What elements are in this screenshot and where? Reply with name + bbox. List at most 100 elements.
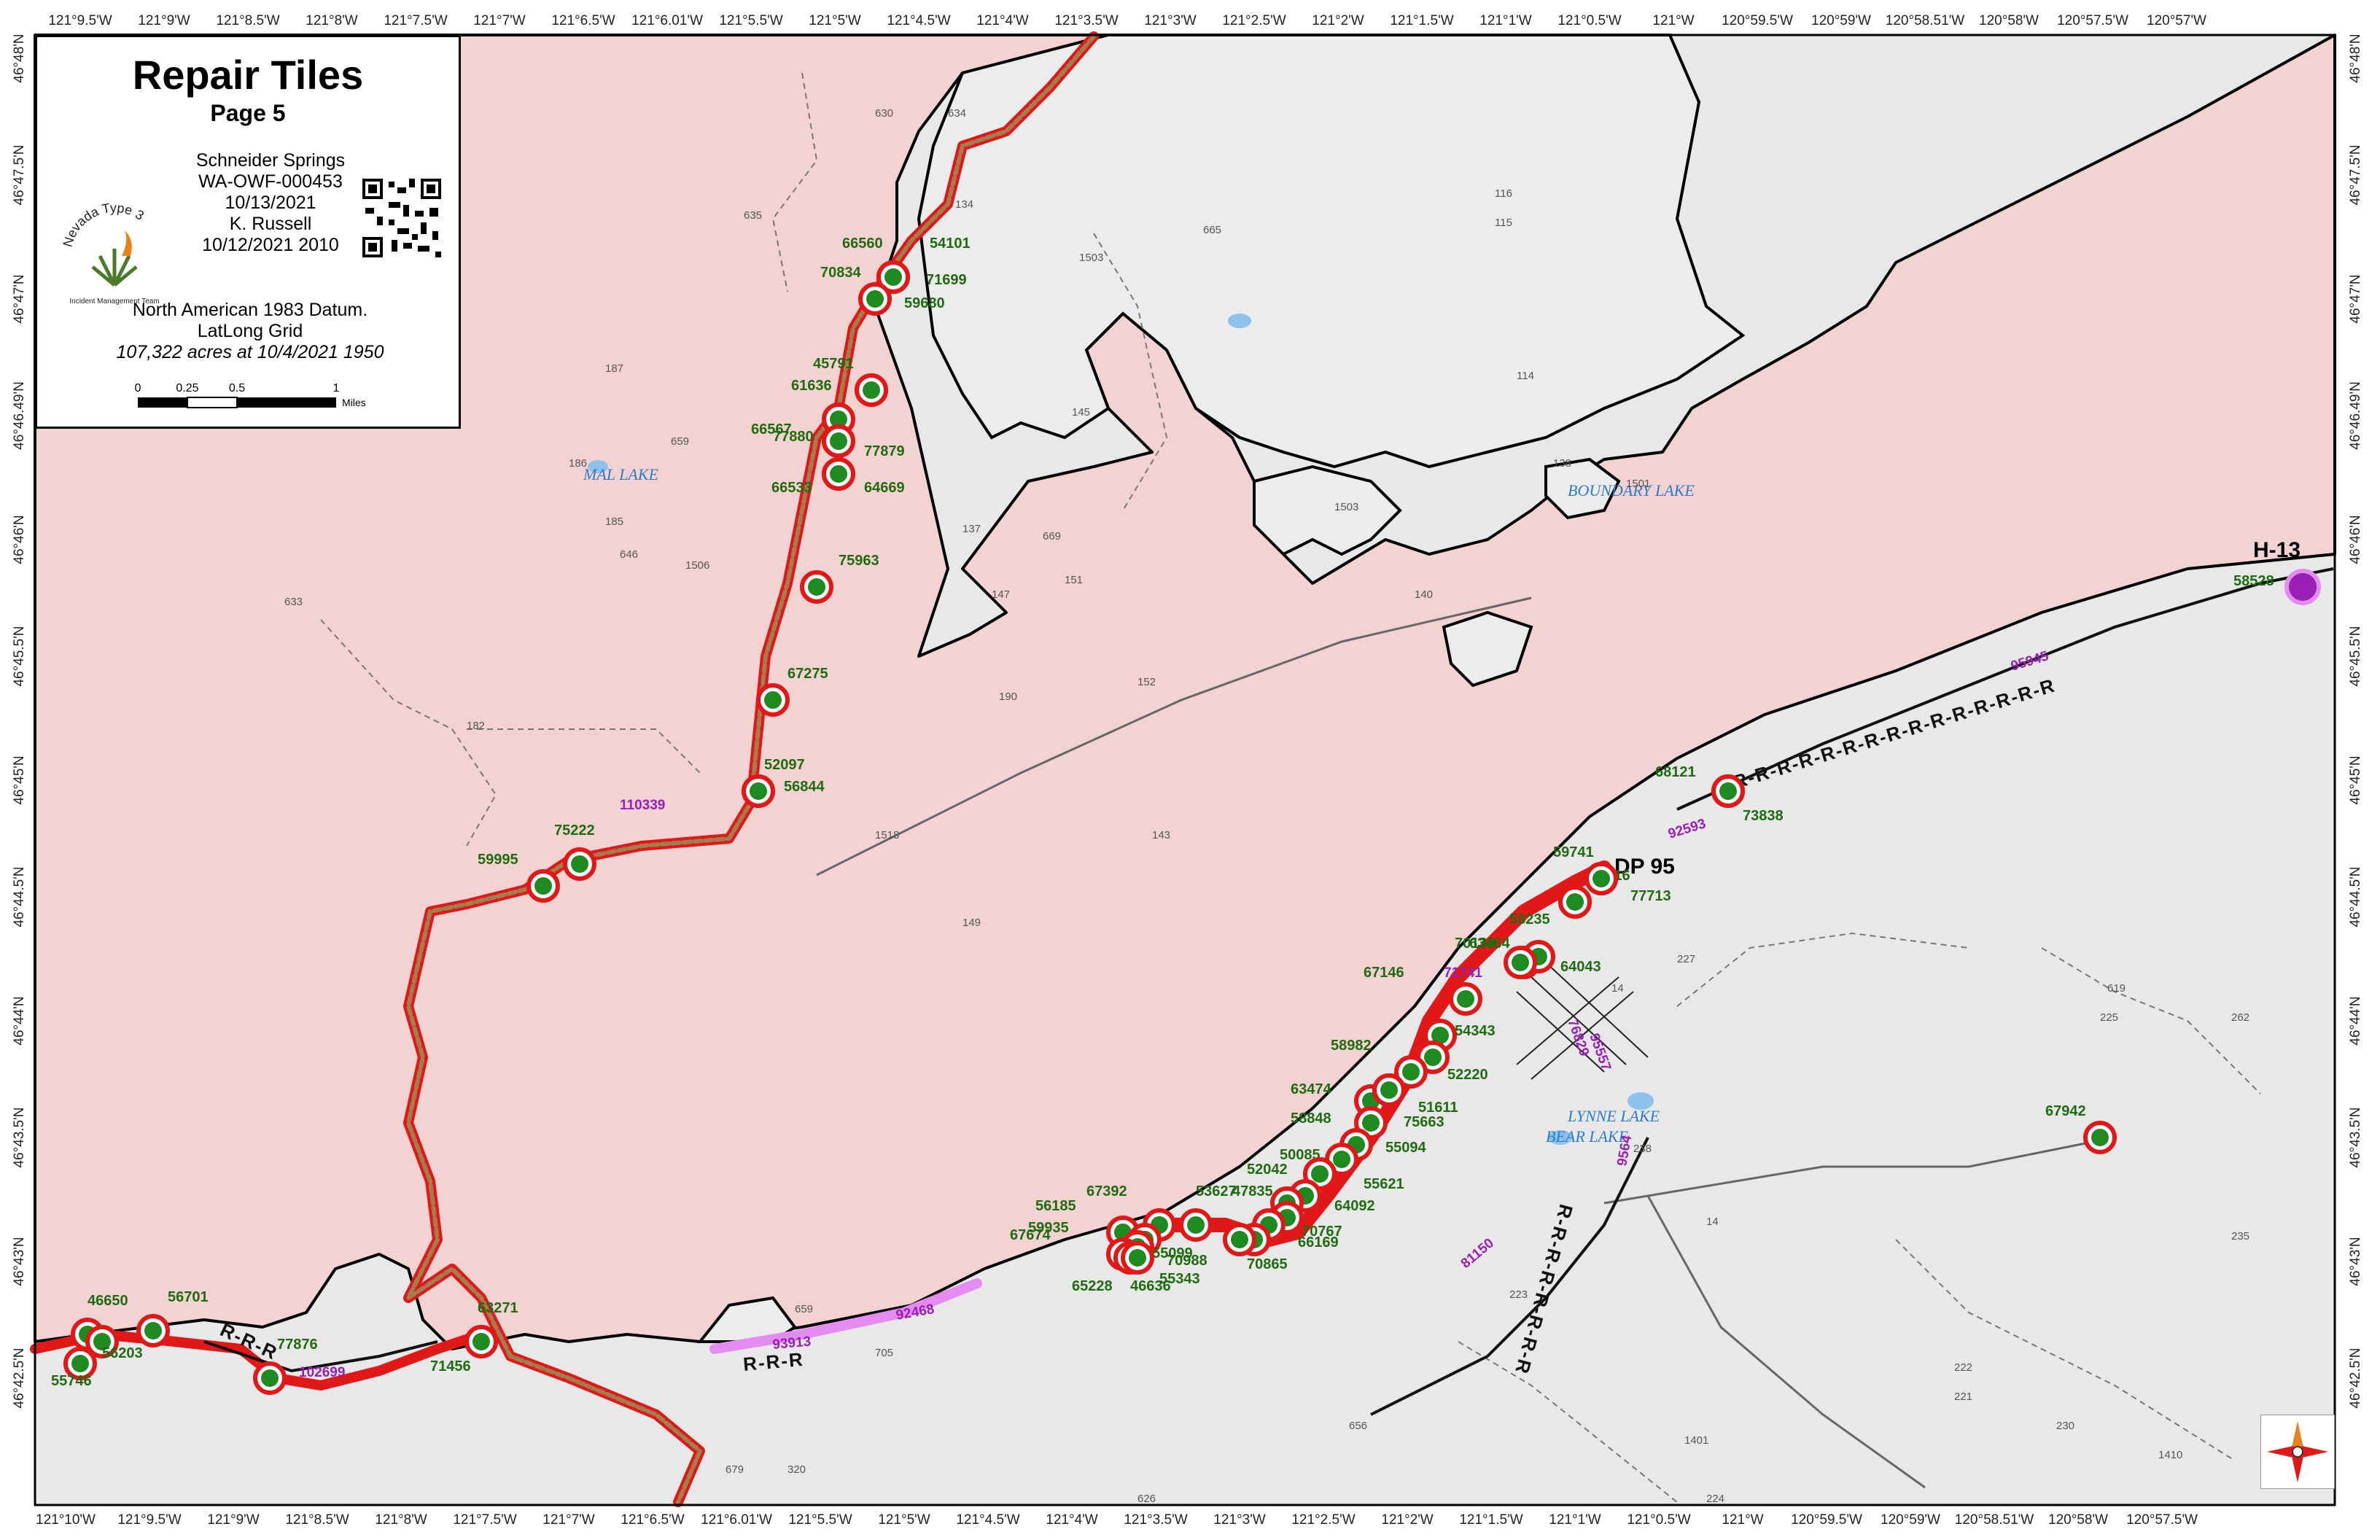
scale-tick-label: 0 [135,382,141,394]
repair-point-id: 67674 [1010,1227,1051,1243]
repair-point-id: 59935 [1028,1220,1069,1236]
grid-label-top: 121°0.5'W [1558,13,1621,28]
team-logo: Nevada Type 3 Incident Management Team [60,201,159,306]
repair-point[interactable]: 67275 [756,666,828,717]
road-number: 679 [726,1463,744,1476]
road-number: 1410 [2158,1449,2182,1461]
repair-point[interactable]: 58528 [2233,569,2321,605]
lake-label-lynne: LYNNE LAKE [1567,1107,1660,1125]
scale-tick-label: 0.25 [176,382,198,394]
grid-label-top: 120°58'W [1979,13,2039,28]
road-number: 262 [2231,1011,2249,1024]
north-arrow-icon [2260,1415,2335,1489]
repair-point[interactable]: 70130 [1455,936,1537,979]
grid-label-top: 121°4'W [976,13,1028,28]
repair-point-fill [750,782,767,800]
repair-point-id: 55094 [1385,1140,1426,1156]
road-number: 634 [948,107,966,120]
repair-point[interactable]: 56844 [742,774,825,808]
repair-point-id: 66567 [751,421,792,438]
grid-label-bottom: 121°5.5'W [788,1512,852,1528]
repair-point[interactable]: 67146 [1364,965,1482,1016]
repair-point[interactable]: 75663 [1372,1073,1444,1130]
repair-point[interactable]: 46636 [1121,1241,1171,1294]
qr-code [359,176,444,260]
repair-point[interactable]: 58982 [1331,1038,1428,1089]
timestamp: 10/12/2021 2010 [202,235,339,255]
repair-point[interactable]: 55746 [51,1347,97,1389]
repair-point[interactable]: 77879 [822,424,905,459]
repair-point-fill [571,855,588,873]
repair-point[interactable]: 67942 [2045,1103,2117,1154]
datum-text: North American 1983 Datum. [132,300,368,320]
grid-label-right: 46°47.5'N [2348,144,2363,205]
grid-label-top: 121°9'W [138,13,190,28]
grid-label-bottom: 120°58.51'W [1955,1512,2034,1528]
grid-label-right: 46°46'N [2348,515,2363,564]
road [320,619,497,847]
repair-point-id: 67146 [1364,965,1404,981]
unburned-island-boundary [1544,457,1621,520]
repair-point[interactable]: 63271 [464,1300,518,1358]
grid-label-left: 46°44'N [12,996,27,1045]
fire-name: Schneider Springs [195,150,346,171]
repair-point[interactable]: 73838 [1711,774,1784,824]
repair-point-fill [1566,893,1584,911]
road-number: 190 [999,691,1017,703]
hatch-line [1516,976,1619,1065]
repair-point[interactable]: 61636 [791,373,888,407]
flame-icon [122,230,132,256]
road-number: 656 [1349,1420,1367,1432]
repair-point[interactable]: 64669 [822,457,905,496]
grid-label-bottom: 121°6.5'W [621,1512,684,1528]
repair-point[interactable]: 56203 [85,1325,143,1361]
road-number: 224 [1706,1493,1724,1505]
grid-label-left: 46°46.49'N [12,381,27,450]
incident-info: Schneider Springs WA-OWF-000453 10/13/20… [161,150,380,256]
repair-point[interactable]: 58235 [1509,885,1592,928]
road-layer [320,72,2261,1503]
repair-point-id: 46650 [88,1293,128,1309]
title-box: Repair Tiles Page 5 Schneider Springs WA… [35,35,461,429]
repair-point[interactable]: 67674 [1010,1227,1051,1243]
road-number: 635 [744,209,762,222]
repair-point[interactable]: 70988 [1167,1223,1256,1269]
repair-point[interactable]: 75222 [554,822,596,881]
grid-label-right: 46°45'N [2348,755,2363,804]
grid-label-top: 121°7'W [473,13,525,28]
repair-point[interactable]: 59995 [478,852,560,903]
svg-text:Nevada Type 3: Nevada Type 3 [60,201,147,249]
repair-point-id: 70834 [820,265,861,281]
repair-point-fill [1231,1231,1248,1248]
unburned-island-north [917,34,1746,469]
road-number: 187 [605,362,623,375]
repair-point-id: 70130 [1455,936,1496,952]
repair-point[interactable]: 77713 [1584,862,1671,904]
grid-label-bottom: 121°7.5'W [453,1512,516,1528]
map-date: 10/13/2021 [225,192,316,213]
grid-label-top: 121°4.5'W [887,13,950,28]
repair-point[interactable]: 54343 [1423,1019,1496,1052]
repair-point-fill [884,268,902,286]
repair-point-id: 58528 [2233,573,2274,589]
repair-point[interactable]: 59680 [858,282,945,316]
road-number: 186 [569,457,587,470]
grid-label-top: 121°7.5'W [384,13,447,28]
repair-point[interactable]: 71699 [876,260,967,294]
repair-point-id: 77876 [277,1337,318,1353]
repair-point-fill [1719,782,1737,800]
repair-point-id: 55099 [1152,1245,1193,1261]
grid-label-left: 46°43'N [12,1237,27,1286]
repair-point[interactable]: 56701 [136,1289,209,1348]
repair-point[interactable]: 77876 [253,1337,318,1395]
repair-point-id: 67392 [1086,1183,1127,1199]
repair-point-id: 55621 [1364,1176,1404,1192]
repair-point-id: 75963 [839,553,879,569]
repair-point-id: 65228 [1072,1278,1113,1294]
repair-point[interactable]: 53627 [1179,1183,1237,1242]
rr-line-label: R-R-R [742,1348,805,1375]
repair-point[interactable]: 75963 [800,553,879,604]
repair-point-id: 71699 [926,272,967,288]
road-number: 114 [1517,370,1534,382]
